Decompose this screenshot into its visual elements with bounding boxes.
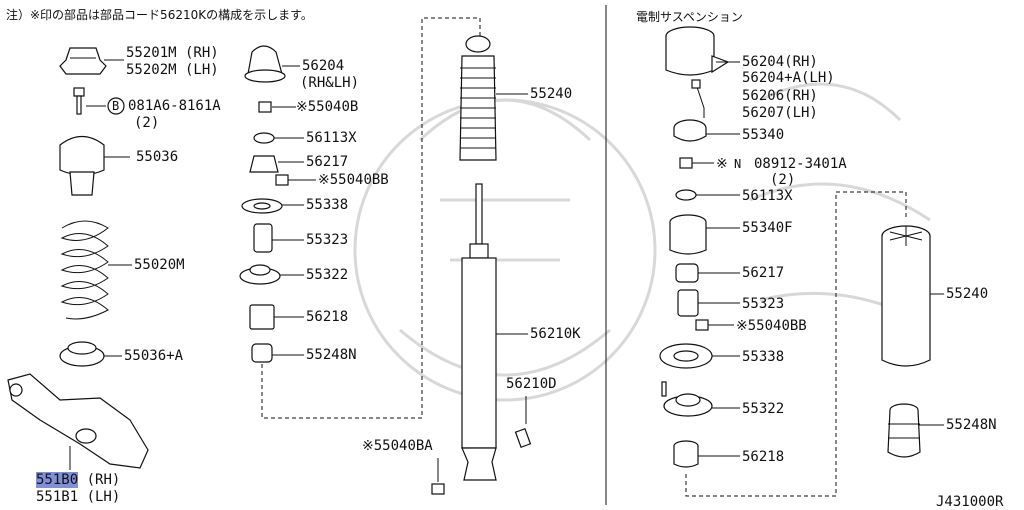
coil-spring-part — [60, 220, 132, 320]
nut-mark: N — [734, 157, 742, 171]
label-56204[interactable]: 56204 — [302, 58, 345, 74]
label-55040b[interactable]: ※55040B — [296, 99, 359, 115]
label-right-55338[interactable]: 55338 — [742, 349, 785, 365]
label-55040bb[interactable]: ※55040BB — [318, 172, 389, 188]
actuator-55340-part — [673, 79, 740, 142]
label-nut-qty: (2) — [770, 172, 796, 188]
nut-08912-part — [679, 157, 714, 169]
plate-55338-part — [241, 198, 304, 214]
right-mount-cap-part — [665, 26, 740, 76]
nut-star: ※ — [716, 156, 728, 172]
bolt-56210d-part — [514, 396, 532, 448]
bound-bumper-55248n-part — [251, 343, 304, 363]
nut-55040b-part — [258, 101, 296, 113]
label-55340[interactable]: 55340 — [742, 127, 785, 143]
label-55338[interactable]: 55338 — [306, 197, 349, 213]
label-right-56218[interactable]: 56218 — [742, 449, 785, 465]
bracket-55340f-part — [669, 214, 740, 255]
label-56217[interactable]: 56217 — [306, 154, 349, 170]
label-55036[interactable]: 55036 — [136, 149, 179, 165]
bolt-part — [73, 87, 125, 115]
nut-55040bb-part — [275, 174, 316, 186]
label-08912[interactable]: 08912-3401A — [754, 156, 847, 172]
lower-arm-part — [7, 373, 149, 470]
collar-55323-part — [253, 223, 304, 253]
insulator-55322-part — [239, 264, 304, 285]
label-551b1[interactable]: 551B1 (LH) — [36, 489, 121, 505]
dashed-group-bracket — [261, 17, 481, 419]
diagram-code: J431000R — [936, 494, 1004, 510]
label-55201m[interactable]: 55201M (RH) — [126, 45, 219, 61]
washer-56113x-part — [253, 132, 304, 144]
bolt-mark: B — [112, 99, 120, 113]
label-55036a[interactable]: 55036+A — [124, 348, 184, 364]
label-55202m[interactable]: 55202M (LH) — [126, 62, 219, 78]
label-55322[interactable]: 55322 — [306, 267, 349, 283]
label-55240[interactable]: 55240 — [530, 86, 573, 102]
label-56207[interactable]: 56207(LH) — [742, 105, 818, 121]
nut-55040ba-part — [431, 458, 445, 495]
label-right-55040bb[interactable]: ※55040BB — [736, 318, 807, 334]
bushing-56217-part — [249, 155, 304, 173]
right-bumper-56218-part — [673, 440, 740, 468]
right-washer-56113x-part — [675, 189, 740, 201]
right-bound-bumper-55248n-part — [887, 403, 944, 458]
label-55323[interactable]: 55323 — [306, 232, 349, 248]
lower-spring-seat-part — [59, 341, 122, 367]
bumper-56218-part — [249, 304, 304, 330]
right-bushing-56217-part — [675, 263, 740, 283]
mount-cap-part — [244, 45, 300, 83]
right-dashed-bracket — [685, 191, 907, 497]
right-dust-boot-55240-part — [881, 225, 944, 367]
label-right-55248n[interactable]: 55248N — [946, 417, 997, 433]
label-55248n[interactable]: 55248N — [306, 347, 357, 363]
label-55340f[interactable]: 55340F — [742, 220, 793, 236]
label-56206[interactable]: 56206(RH) — [742, 88, 818, 104]
right-collar-55323-part — [677, 289, 740, 317]
label-right-55322[interactable]: 55322 — [742, 401, 785, 417]
upper-mount-part — [59, 47, 124, 75]
watermark-emblem — [353, 82, 931, 402]
right-nut-55040bb-part — [695, 319, 734, 331]
label-55040ba[interactable]: ※55040BA — [362, 438, 433, 454]
label-56210d[interactable]: 56210D — [506, 376, 557, 392]
label-56210k[interactable]: 56210K — [530, 326, 581, 342]
dust-boot-55240-part — [459, 35, 528, 161]
right-plate-55338-part — [659, 343, 740, 369]
label-bolt-qty: (2) — [134, 115, 160, 131]
label-551b0[interactable]: 551B0 (RH) — [36, 472, 121, 488]
label-right-55240[interactable]: 55240 — [946, 286, 989, 302]
label-56204-rh[interactable]: 56204(RH) — [742, 54, 818, 70]
label-right-56217[interactable]: 56217 — [742, 265, 785, 281]
label-56204a-lh[interactable]: 56204+A(LH) — [742, 70, 835, 86]
label-56218[interactable]: 56218 — [306, 309, 349, 325]
shock-absorber-56210k-part — [461, 183, 528, 481]
upper-spring-seat-part — [59, 135, 130, 196]
label-081a6[interactable]: 081A6-8161A — [128, 98, 221, 114]
label-56113x[interactable]: 56113X — [306, 130, 357, 146]
note-text: 注）※印の部品は部品コード56210Kの構成を示します。 — [6, 8, 313, 22]
label-55020m[interactable]: 55020M — [134, 257, 185, 273]
label-right-56113x[interactable]: 56113X — [742, 188, 793, 204]
label-56204-sub: (RH&LH) — [300, 75, 360, 91]
right-section-title: 電制サスペンション — [636, 10, 743, 24]
label-right-55323[interactable]: 55323 — [742, 296, 785, 312]
right-insulator-55322-part — [661, 381, 740, 417]
